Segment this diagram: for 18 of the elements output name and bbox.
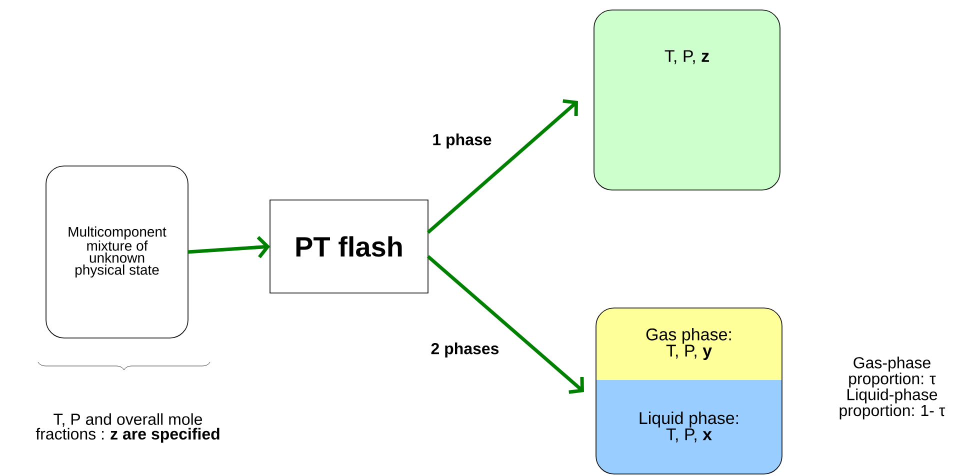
process-box: [270, 200, 428, 294]
phase-box: [594, 10, 780, 190]
node-text: T, P, z: [664, 50, 709, 64]
node-text: Gas phase: T, P, y: [646, 328, 731, 360]
arrow: [426, 255, 584, 394]
gas-band: [596, 308, 782, 380]
mixture-box: [46, 166, 188, 338]
node-text: Liquid phase: T, P, x: [640, 412, 738, 442]
note-text: Gas-phase proportion: τ Liquid-phase proportion: 1- τ: [840, 356, 946, 420]
arrow: [426, 99, 578, 234]
note-text: T, P and overall mole fractions : z are specified: [36, 413, 220, 443]
arrow: [188, 236, 270, 258]
liquid-band: [596, 380, 782, 474]
two-phase-box: [596, 308, 782, 474]
edge-label: 2 phases: [430, 342, 500, 358]
edge-label: 1 phase: [431, 132, 493, 150]
node-text: PT flash: [296, 236, 402, 257]
node-text: Multicomponent mixture of unknown physical state: [68, 226, 166, 278]
